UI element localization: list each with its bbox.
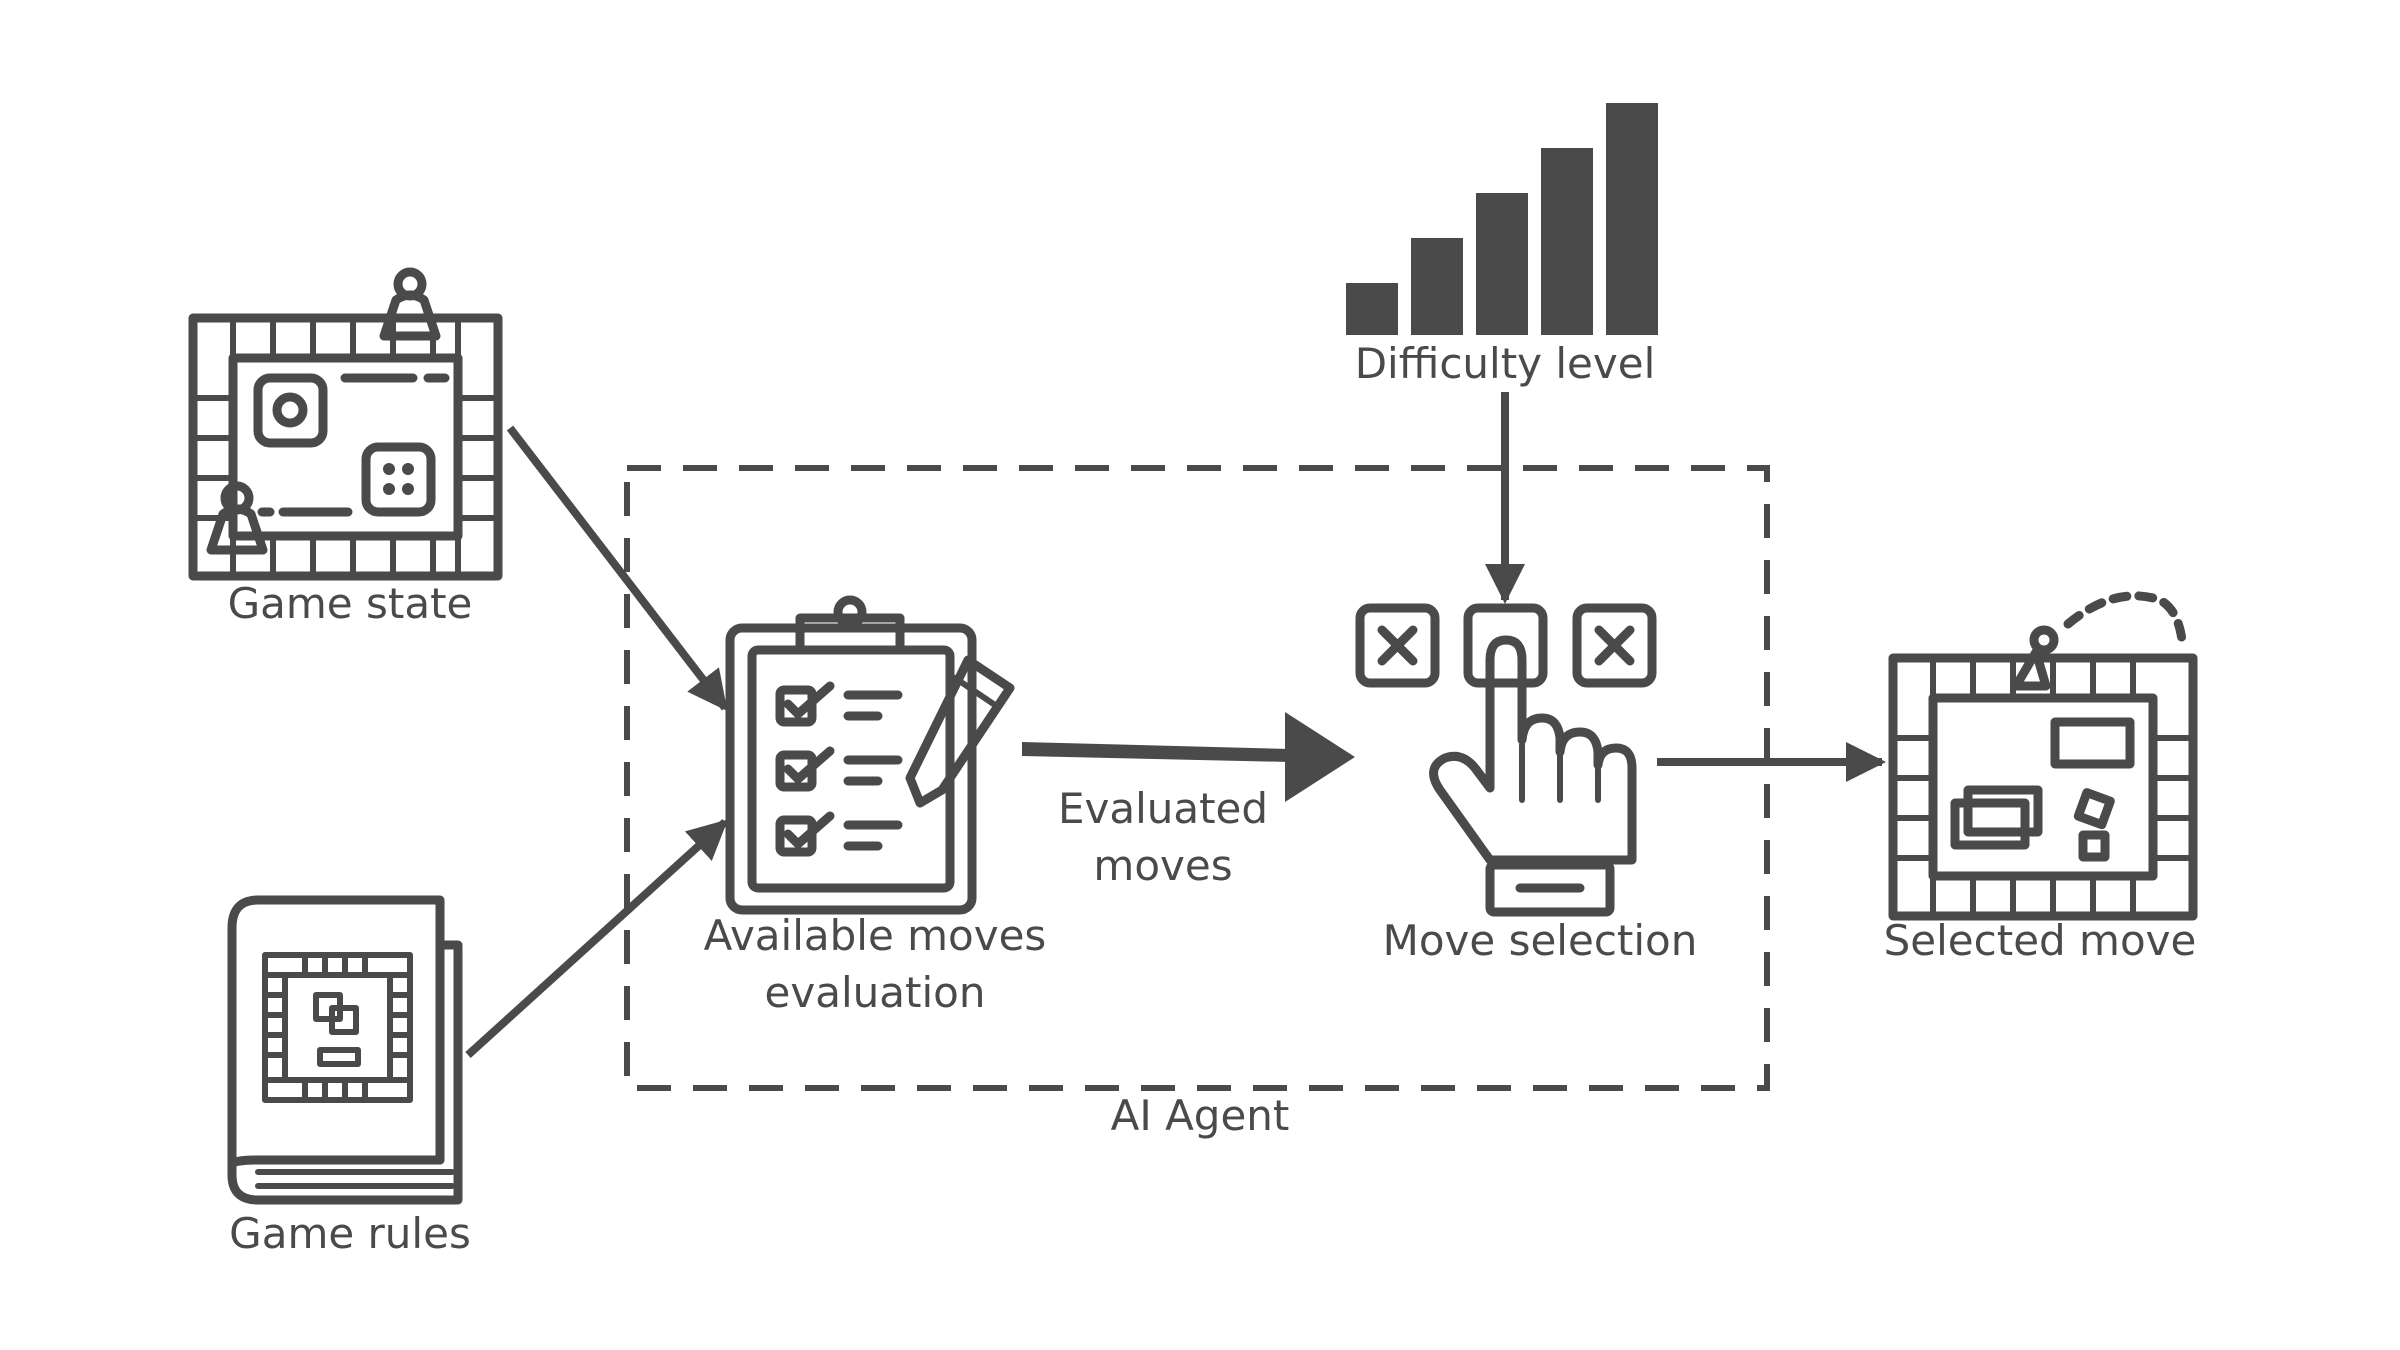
difficulty-level-label: Difficulty level [1355, 339, 1656, 388]
move-selection-label: Move selection [1383, 916, 1698, 965]
evaluated-moves-label-2: moves [1093, 841, 1232, 890]
board-game-move-icon [1888, 591, 2198, 921]
arrow-game-state [506, 425, 729, 712]
evaluated-moves-label-1: Evaluated [1058, 784, 1268, 833]
game-state-label: Game state [228, 579, 473, 628]
available-moves-label-2: evaluation [765, 968, 986, 1017]
board-game-icon [188, 267, 503, 581]
available-moves-label-1: Available moves [704, 911, 1047, 960]
hand-pointer-icon [1355, 603, 1657, 917]
arrow-evaluated-moves [1022, 712, 1355, 802]
ai-agent-label: AI Agent [1111, 1091, 1290, 1140]
clipboard-checklist-icon [725, 595, 1015, 915]
ai-agent-boundary [624, 465, 1770, 1091]
game-rules-label: Game rules [229, 1209, 471, 1258]
selected-move-label: Selected move [1884, 916, 2197, 965]
rulebook-icon [227, 895, 463, 1205]
arrow-game-rules [465, 819, 728, 1058]
signal-bars-icon [1346, 103, 1658, 335]
